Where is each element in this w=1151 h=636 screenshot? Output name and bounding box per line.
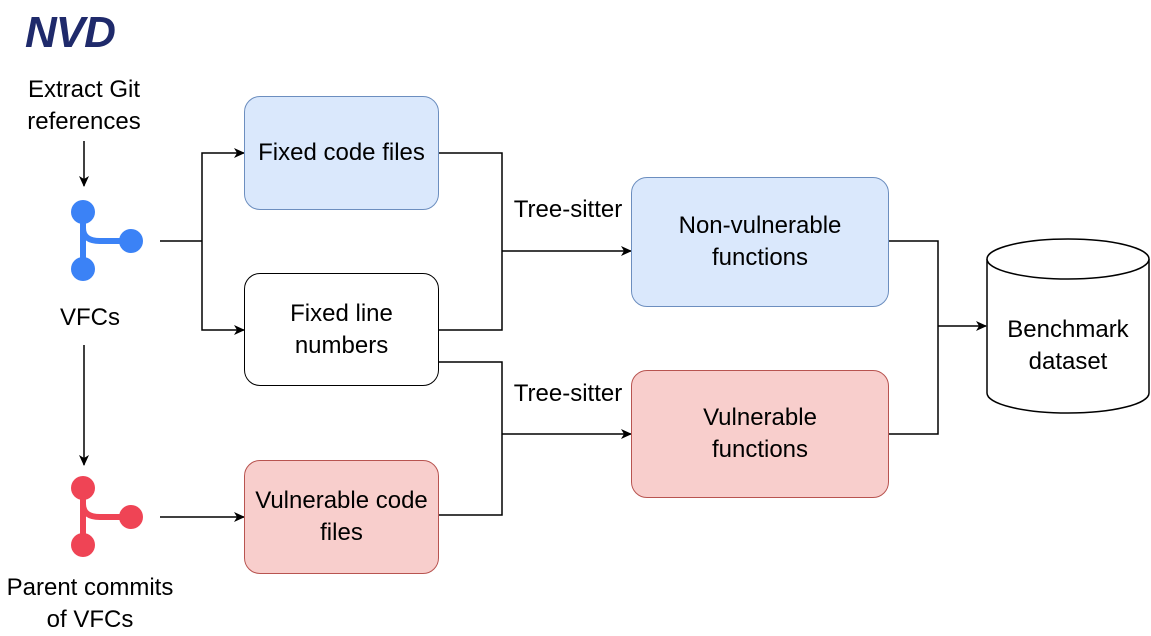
benchmark-dataset-label: Benchmark dataset xyxy=(988,314,1148,378)
parent-commits-label: Parent commits of VFCs xyxy=(0,572,180,636)
extract-git-line2: references xyxy=(27,108,141,135)
extract-git-label: Extract Git references xyxy=(14,74,154,138)
tree-sitter-label-top: Tree-sitter xyxy=(513,196,623,223)
extract-git-line1: Extract Git xyxy=(27,76,141,103)
git-branch-icon xyxy=(71,200,143,281)
parent-commits-line2: of VFCs xyxy=(46,606,134,633)
fixed-line-numbers-line2: numbers xyxy=(294,331,389,359)
vulnerable-functions-box: Vulnerable functions xyxy=(631,370,889,498)
fixed-code-files-box: Fixed code files xyxy=(244,96,439,210)
non-vulnerable-functions-line1: Non-vulnerable xyxy=(678,212,842,239)
fixed-line-numbers-line1: Fixed line xyxy=(290,299,393,327)
nvd-logo: NVD xyxy=(25,8,116,57)
arrow-to-fixed-line-numbers xyxy=(201,241,245,335)
connector-fixed-line-out-top xyxy=(439,251,503,331)
connector-nonvuln-out xyxy=(889,240,939,326)
fixed-code-files-label: Fixed code files xyxy=(258,139,425,166)
tree-sitter-label-bottom: Tree-sitter xyxy=(513,380,623,407)
non-vulnerable-functions-line2: functions xyxy=(711,244,809,271)
vulnerable-code-files-box: Vulnerable code files xyxy=(244,460,439,574)
parent-commits-line1: Parent commits xyxy=(6,574,174,601)
vulnerable-code-files-line2: files xyxy=(320,519,363,546)
vfcs-label: VFCs xyxy=(60,304,120,331)
non-vulnerable-functions-box: Non-vulnerable functions xyxy=(631,177,889,307)
vulnerable-functions-line2: functions xyxy=(711,436,809,463)
vulnerable-code-files-line1: Vulnerable code xyxy=(255,487,428,514)
arrow-to-fixed-code-files xyxy=(201,148,245,241)
fixed-line-numbers-box: Fixed line numbers xyxy=(244,273,439,386)
benchmark-dataset-line1: Benchmark xyxy=(1007,316,1129,343)
connector-vuln-code-out xyxy=(439,434,503,516)
vulnerable-functions-line1: Vulnerable xyxy=(703,404,817,431)
connector-vuln-func-out xyxy=(889,326,939,435)
git-branch-icon-parent xyxy=(71,476,143,557)
connector-fixed-code-out xyxy=(439,152,503,251)
connector-fixed-line-out-bottom xyxy=(439,361,503,434)
benchmark-cylinder-icon xyxy=(986,238,1150,414)
benchmark-dataset-line2: dataset xyxy=(1028,348,1108,375)
